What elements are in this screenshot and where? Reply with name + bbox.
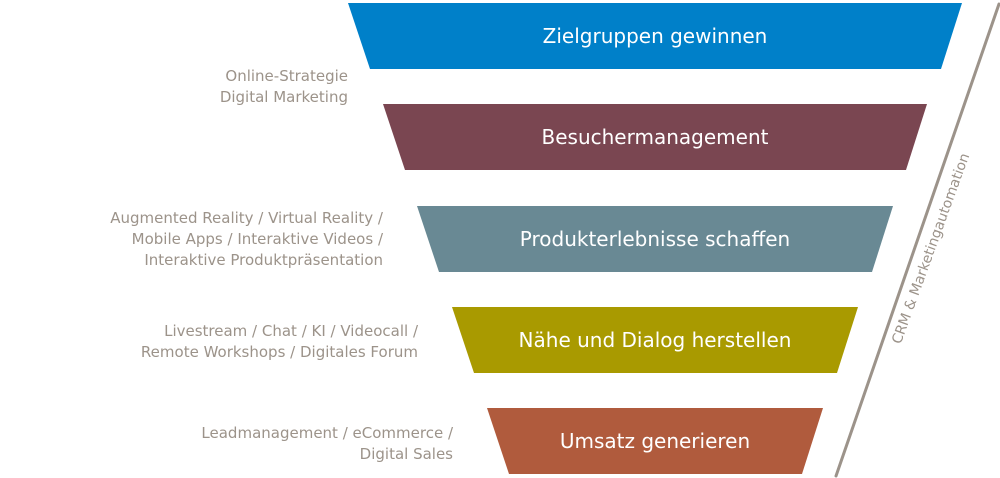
side-label-experience-line-1: Augmented Reality / Virtual Reality / (110, 209, 383, 227)
side-label-sales-line-1: Leadmanagement / eCommerce / (201, 424, 453, 442)
side-label-online-line-2: Digital Marketing (219, 88, 348, 106)
funnel-stage-5-shape (487, 408, 823, 474)
crm-divider-line (834, 2, 1000, 478)
funnel-stage-2-shape (383, 104, 927, 170)
funnel-stage-4-shape (452, 307, 858, 373)
side-label-sales-line-2: Digital Sales (359, 445, 453, 463)
side-label-dialog-line-2: Remote Workshops / Digitales Forum (140, 343, 418, 361)
funnel-stage-2-label: Besuchermanagement (542, 125, 769, 149)
side-label-experience-line-2: Mobile Apps / Interaktive Videos / (131, 230, 383, 248)
side-label-online: Online-Strategie Digital Marketing (220, 66, 348, 108)
side-label-experience-line-3: Interaktive Produktpräsentation (144, 251, 383, 269)
funnel-stage-1-shape (348, 3, 962, 69)
funnel-stage-1: Zielgruppen gewinnen (348, 3, 962, 69)
side-label-sales: Leadmanagement / eCommerce / Digital Sal… (201, 423, 453, 465)
funnel-stage-3-shape (417, 206, 893, 272)
funnel-stage-5-label: Umsatz generieren (560, 429, 750, 453)
crm-label: CRM & Marketingautomation (889, 151, 973, 346)
funnel-stage-2: Besuchermanagement (383, 104, 927, 170)
side-label-online-line-1: Online-Strategie (225, 67, 348, 85)
funnel-stage-5: Umsatz generieren (487, 408, 823, 474)
side-label-dialog-line-1: Livestream / Chat / KI / Videocall / (164, 322, 418, 340)
funnel-stage-3: Produkterlebnisse schaffen (417, 206, 893, 272)
funnel-stage-1-label: Zielgruppen gewinnen (543, 24, 768, 48)
side-label-experience: Augmented Reality / Virtual Reality / Mo… (110, 208, 383, 271)
funnel-stage-3-label: Produkterlebnisse schaffen (520, 227, 790, 251)
funnel-stage-4-label: Nähe und Dialog herstellen (519, 328, 792, 352)
side-label-dialog: Livestream / Chat / KI / Videocall / Rem… (141, 321, 418, 363)
funnel-stage-4: Nähe und Dialog herstellen (452, 307, 858, 373)
